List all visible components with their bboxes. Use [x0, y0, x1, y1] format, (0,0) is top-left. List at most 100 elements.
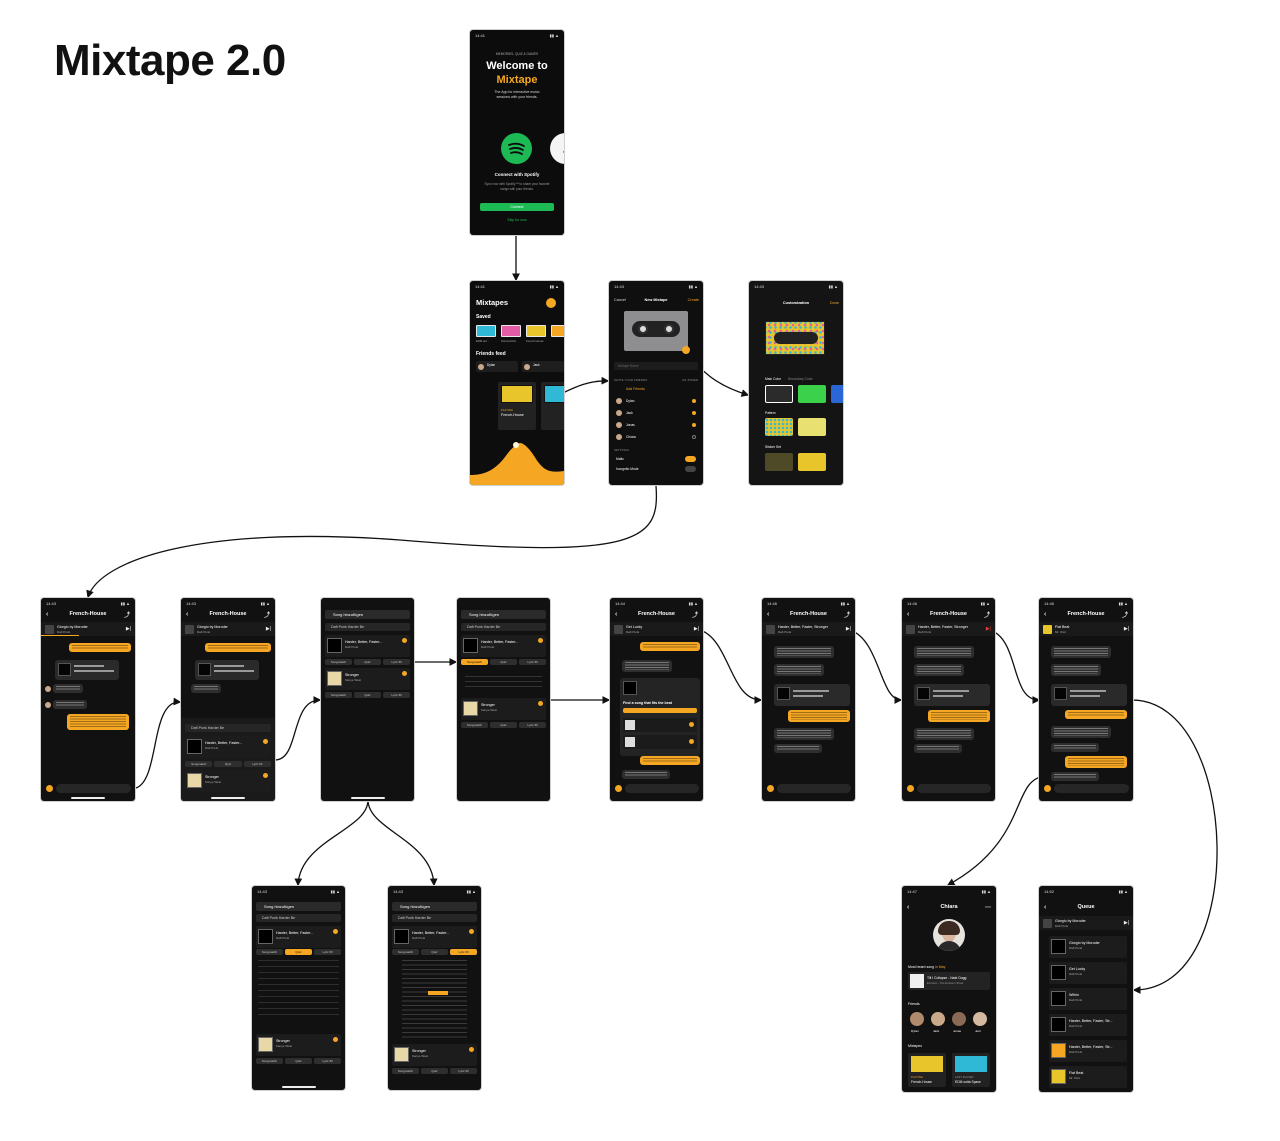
skip-icon[interactable]: ▶| [845, 626, 851, 632]
search-input[interactable]: Daft Punk Harder Be [256, 914, 341, 922]
profile-mixtape-1[interactable]: PLAYING French-House [908, 1053, 946, 1087]
back-icon[interactable]: ‹ [1044, 903, 1047, 911]
skip-icon[interactable]: ▶| [1123, 920, 1129, 926]
song-result[interactable]: Harder, Better, Faster...Daft Punk [392, 926, 477, 948]
message-input[interactable] [1054, 784, 1129, 793]
friend-avatar[interactable] [952, 1012, 966, 1026]
back-icon[interactable]: ‹ [186, 610, 189, 618]
skip-icon[interactable]: ▶| [265, 626, 271, 632]
skip-link[interactable]: Skip for now [507, 218, 527, 222]
skip-icon[interactable]: ▶| [693, 626, 699, 632]
pattern-swatch-1[interactable] [765, 418, 793, 436]
answer-row[interactable] [623, 718, 697, 732]
friend-row-2[interactable]: Jack [614, 408, 698, 418]
friend-avatar[interactable] [910, 1012, 924, 1026]
profile-mixtape-2[interactable]: LAST PLAYED EDM outta Space [952, 1053, 990, 1087]
skip-icon[interactable]: ▶| [125, 626, 131, 632]
heard-card[interactable]: Till I Collapse - Nate Dogg Eminem - The… [908, 972, 990, 990]
song-result[interactable]: Harder, Better, Faster...Daft Punk [325, 635, 410, 657]
saved-tape-1[interactable] [476, 325, 496, 337]
edit-cassette-icon[interactable] [682, 346, 690, 354]
share-icon[interactable]: ⤴ [123, 612, 130, 619]
lyrics-highlight[interactable] [428, 991, 448, 995]
answer-row[interactable] [623, 735, 697, 749]
queue-item[interactable]: Harder, Better, Faster, Str...Daft Punk [1049, 1040, 1127, 1062]
add-icon[interactable] [767, 785, 774, 792]
add-icon[interactable] [907, 785, 914, 792]
saved-tape-4[interactable] [551, 325, 564, 337]
friend-avatar[interactable] [973, 1012, 987, 1026]
song-result[interactable]: Harder, Better, Faster...Daft Punk [185, 736, 271, 758]
message-input[interactable] [777, 784, 851, 793]
search-input[interactable]: Daft Punk Harder Be [185, 724, 271, 732]
back-icon[interactable]: ‹ [767, 610, 770, 618]
feed-user-2[interactable]: Jack [522, 361, 564, 372]
friend-row-3[interactable]: Jonas [614, 420, 698, 430]
create-button[interactable]: Create [687, 298, 699, 302]
search-input[interactable]: Daft Punk Harder Be [325, 623, 410, 631]
search-input[interactable]: Daft Punk Harder Be [392, 914, 477, 922]
share-icon[interactable]: ⤴ [983, 612, 990, 619]
search-input[interactable]: Daft Punk Harder Be [461, 623, 546, 631]
challenge-button[interactable] [623, 708, 697, 713]
friend-row-4[interactable]: Chiara [614, 432, 698, 442]
back-icon[interactable]: ‹ [615, 610, 618, 618]
profile-avatar[interactable] [546, 298, 556, 308]
mixtape-name-input[interactable]: Mixtape Name [614, 362, 698, 370]
color-swatch-1[interactable] [765, 385, 793, 403]
share-icon[interactable]: ⤴ [691, 612, 698, 619]
sticker-swatch-1[interactable] [765, 453, 793, 471]
add-icon[interactable] [615, 785, 622, 792]
song-card[interactable] [774, 684, 850, 706]
share-icon[interactable]: ⤴ [843, 612, 850, 619]
song-card[interactable] [195, 660, 259, 680]
pattern-swatch-2[interactable] [798, 418, 826, 436]
back-icon[interactable]: ‹ [907, 610, 910, 618]
connect-button[interactable]: Connect [480, 203, 554, 211]
song-card[interactable] [55, 660, 119, 680]
sticker-swatch-2[interactable] [798, 453, 826, 471]
back-icon[interactable]: ‹ [1044, 610, 1047, 618]
feed-user-1[interactable]: Dylan [476, 361, 518, 372]
saved-tape-3[interactable] [526, 325, 546, 337]
song-card[interactable] [914, 684, 990, 706]
feed-card-2[interactable] [541, 382, 564, 430]
song-result[interactable]: Harder, Better, Faster...Daft Punk [461, 635, 546, 657]
cancel-button[interactable]: Cancel [614, 298, 626, 302]
share-icon[interactable]: ⤴ [263, 612, 270, 619]
skip-icon[interactable]: ▶| [985, 626, 991, 632]
queue-item[interactable]: Harder, Better, Faster, Str...Daft Punk [1049, 1014, 1127, 1036]
done-button[interactable]: Done [829, 301, 839, 305]
add-friends-button[interactable]: Add Friends [626, 387, 645, 391]
message-input[interactable] [625, 784, 699, 793]
friend-avatar[interactable] [931, 1012, 945, 1026]
color-swatch-3[interactable] [831, 385, 843, 403]
saved-tape-2[interactable] [501, 325, 521, 337]
back-icon[interactable]: ‹ [46, 610, 49, 618]
song-card[interactable] [1051, 684, 1127, 706]
share-icon[interactable]: ⤴ [1121, 612, 1128, 619]
feed-card[interactable]: PLAYING French-House [498, 382, 536, 430]
